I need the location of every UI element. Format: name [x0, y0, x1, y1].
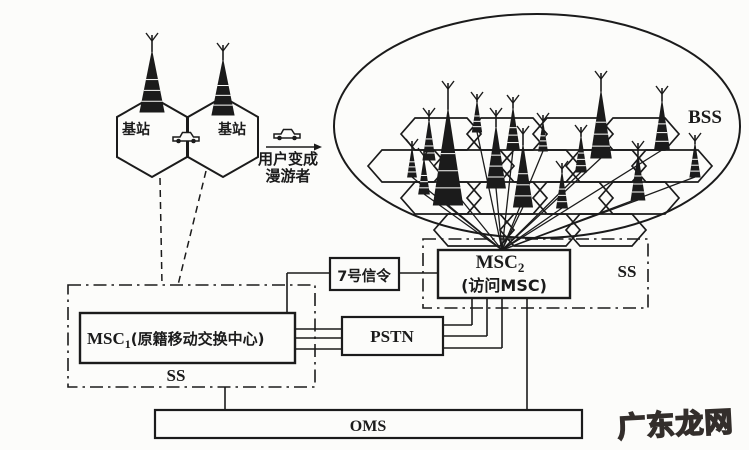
bss-antenna-towers: [405, 70, 702, 209]
pstn-label: PSTN: [370, 327, 414, 346]
oms-label: OMS: [350, 418, 387, 435]
cell-to-msc1-dashed-links: [159, 170, 207, 286]
bss-ellipse: [333, 13, 741, 239]
roaming-direction-arrow: [266, 143, 322, 151]
oms-box: [153, 408, 584, 440]
base-station-right-label: 基站: [218, 121, 246, 138]
roamer-caption-line2: 漫游者: [265, 167, 310, 185]
ss-right-label: SS: [618, 262, 637, 281]
base-station-left-label: 基站: [122, 121, 150, 138]
msc1-box: [78, 311, 297, 365]
roamer-caption-line1: 用户变成: [258, 150, 318, 168]
msc2-box: [436, 248, 572, 300]
ss-left-frame: [67, 284, 316, 388]
signaling7-box: [328, 256, 401, 292]
trunk-connectors: [224, 272, 528, 410]
cell-hexagon-right: [187, 95, 259, 179]
home-cell-towers: [139, 32, 235, 116]
car-in-cell-icon: [172, 131, 200, 144]
tower-to-msc2-links: [411, 131, 696, 251]
msc2-subtitle: (访问MSC): [461, 276, 547, 295]
pstn-box: [340, 315, 445, 357]
signaling7-label: 7号信令: [337, 267, 391, 285]
bss-label: BSS: [688, 107, 722, 128]
ss-left-label: SS: [167, 366, 186, 385]
msc1-title: MSC1(原籍移动交换中心): [87, 329, 265, 351]
roaming-car-icon: [273, 128, 301, 141]
watermark-text: 广东龙网: [617, 405, 735, 444]
home-cells: [116, 95, 259, 179]
msc2-title: MSC2: [476, 252, 525, 275]
